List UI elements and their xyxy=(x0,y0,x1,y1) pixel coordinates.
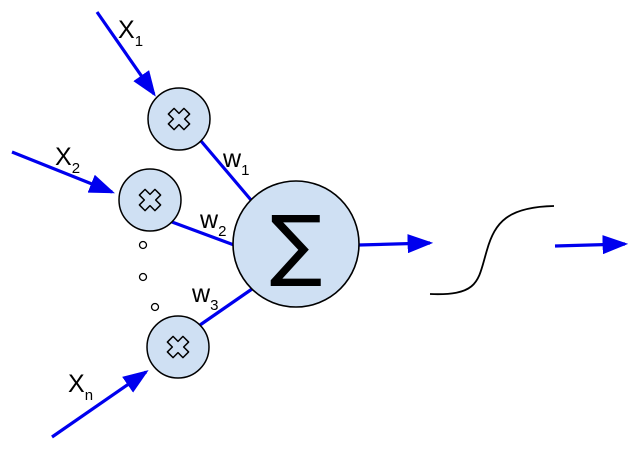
summation-node: ∑ xyxy=(232,180,360,308)
input-arrow-n xyxy=(51,370,149,439)
weight-label-2: w2 xyxy=(199,206,226,240)
multiply-icon xyxy=(138,188,162,212)
input-label-n: Xn xyxy=(68,370,93,404)
multiply-icon xyxy=(167,107,191,131)
input-label-1: X1 xyxy=(118,16,143,50)
input-label-2: X2 xyxy=(55,143,80,177)
multiply-node-n xyxy=(146,315,210,379)
input-arrow-2 xyxy=(11,150,115,194)
weight-line-2 xyxy=(171,220,235,247)
sigma-symbol: ∑ xyxy=(270,200,323,290)
multiply-node-1 xyxy=(147,87,211,151)
weight-label-3: w3 xyxy=(191,280,218,314)
ellipsis-dot xyxy=(138,240,148,250)
sum-output-arrow xyxy=(358,234,434,254)
weight-label-1: w1 xyxy=(222,145,249,179)
weight-line-3 xyxy=(199,287,253,327)
weight-line-1 xyxy=(199,139,253,202)
multiply-icon xyxy=(166,335,190,359)
multiply-node-2 xyxy=(118,168,182,232)
ellipsis-dot xyxy=(138,272,148,282)
sigmoid-activation-curve xyxy=(429,205,555,295)
final-output-arrow xyxy=(554,235,629,255)
input-arrow-1 xyxy=(95,11,156,97)
ellipsis-dot xyxy=(150,302,160,312)
